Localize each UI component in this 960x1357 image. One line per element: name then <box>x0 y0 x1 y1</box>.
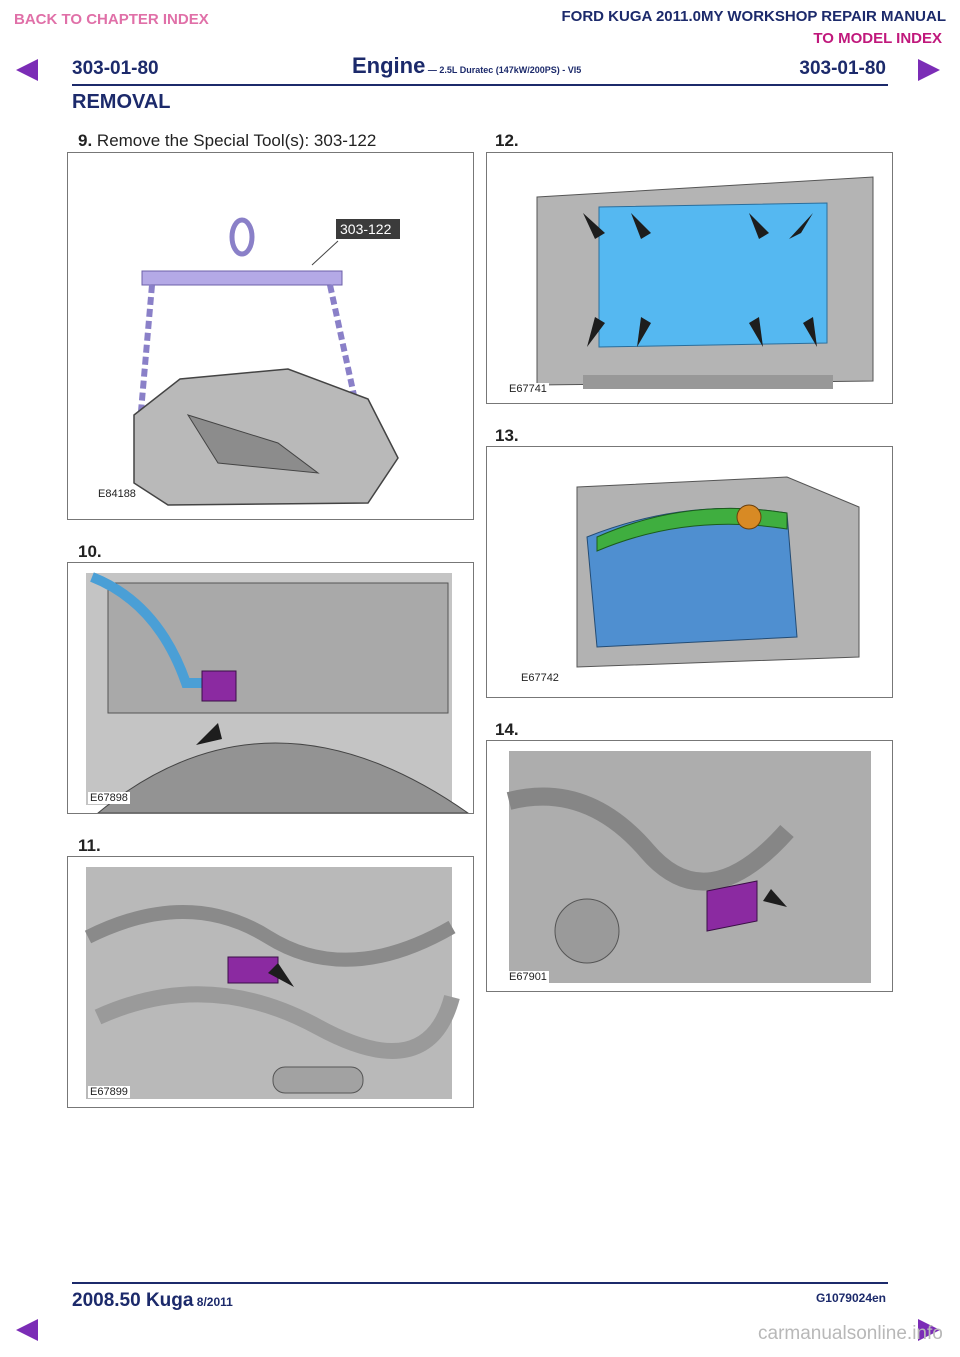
crankshaft-sensor-illustration <box>86 572 469 813</box>
figure-cam-cover-bolts: E67741 <box>486 152 893 404</box>
step-text: Remove the Special Tool(s): 303-122 <box>92 131 377 150</box>
right-arrow-icon[interactable] <box>918 59 940 81</box>
step-number: 12. <box>495 131 519 150</box>
step-9-label: 9. Remove the Special Tool(s): 303-122 <box>78 131 376 151</box>
timing-cover-illustration <box>576 476 860 668</box>
figure-code: E84188 <box>96 488 138 500</box>
figure-code: E67742 <box>519 672 561 684</box>
harness-connector-illustration <box>84 867 460 1099</box>
tool-callout-label: 303-122 <box>340 221 392 237</box>
step-number: 10. <box>78 542 102 561</box>
figure-timing-cover: E67742 <box>486 446 893 698</box>
figure-harness-connector: E67899 <box>67 856 474 1108</box>
watermark: carmanualsonline.info <box>758 1323 943 1344</box>
manual-title: FORD KUGA 2011.0MY WORKSHOP REPAIR MANUA… <box>561 8 947 25</box>
footer-model: 2008.50 Kuga 8/2011 <box>72 1290 233 1312</box>
step-number: 14. <box>495 720 519 739</box>
right-arrow-icon[interactable] <box>918 1319 940 1341</box>
step-12-label: 12. <box>495 131 519 151</box>
figure-lifting-bracket: 303-122 E84188 <box>67 152 474 520</box>
figure-code: E67898 <box>88 792 130 804</box>
footer-date: 8/2011 <box>193 1295 233 1309</box>
figure-crankshaft-sensor: E67898 <box>67 562 474 814</box>
header-rule <box>72 84 888 86</box>
step-14-label: 14. <box>495 720 519 740</box>
cam-cover-illustration <box>536 176 874 389</box>
step-number: 11. <box>78 836 101 855</box>
left-arrow-icon[interactable] <box>16 1319 38 1341</box>
back-to-chapter-index-link[interactable]: BACK TO CHAPTER INDEX <box>14 11 209 28</box>
footer-model-name: 2008.50 Kuga <box>72 1290 194 1311</box>
section-title: REMOVAL <box>72 91 171 113</box>
step-10-label: 10. <box>78 542 102 562</box>
page-code-right: 303-01-80 <box>799 58 886 79</box>
footer-doc-code: G1079024en <box>815 1291 886 1305</box>
figure-code: E67741 <box>507 383 549 395</box>
lifting-bracket-illustration <box>133 217 400 506</box>
chapter-title: Engine — 2.5L Duratec (147kW/200PS) - VI… <box>352 53 581 79</box>
chapter-name: Engine <box>352 53 426 78</box>
footer-rule <box>72 1282 888 1284</box>
step-number: 9. <box>78 131 93 150</box>
figure-sensor-connector: E67901 <box>486 740 893 992</box>
left-arrow-icon[interactable] <box>16 59 38 81</box>
figure-code: E67899 <box>88 1086 130 1098</box>
step-number: 13. <box>495 426 519 445</box>
chapter-subtitle: — 2.5L Duratec (147kW/200PS) - VI5 <box>425 65 582 75</box>
page-code-left: 303-01-80 <box>72 58 159 79</box>
step-13-label: 13. <box>495 426 519 446</box>
figure-code: E67901 <box>507 971 549 983</box>
sensor-connector-illustration <box>506 751 871 983</box>
to-model-index-link[interactable]: TO MODEL INDEX <box>813 30 942 47</box>
step-11-label: 11. <box>78 836 101 856</box>
